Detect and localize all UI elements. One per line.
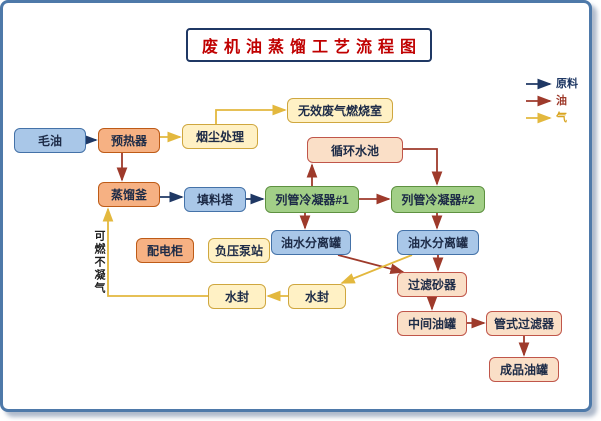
combustible-gas-annotation: 可燃不凝气 (93, 230, 105, 295)
node-tube-condenser-1: 列管冷凝器#1 (265, 186, 359, 213)
node-tube-condenser-2: 列管冷凝器#2 (391, 186, 485, 213)
legend-label-raw-material: 原料 (556, 78, 578, 90)
node-dust-treatment: 烟尘处理 (182, 124, 258, 149)
arrow-separator-1-to-sand-filter (337, 254, 405, 275)
node-tube-filter: 管式过滤器 (486, 311, 562, 336)
node-crude-oil: 毛油 (14, 128, 86, 153)
legend-label-gas: 气 (556, 112, 567, 124)
node-power-cabinet: 配电柜 (136, 238, 194, 263)
node-sand-filter: 过滤砂器 (397, 272, 467, 297)
node-oil-water-separator-2: 油水分离罐 (397, 230, 479, 255)
page-title: 废机油蒸馏工艺流程图 (186, 28, 432, 62)
node-distillation-kettle: 蒸馏釜 (98, 182, 160, 207)
node-waste-gas-combustion-chamber: 无效废气燃烧室 (287, 98, 393, 123)
node-product-oil-tank: 成品油罐 (489, 357, 559, 382)
node-intermediate-oil-tank: 中间油罐 (397, 311, 467, 336)
arrow-water-seal-1-to-kettle (102, 207, 208, 297)
node-water-seal-1: 水封 (208, 284, 266, 309)
legend-label-oil: 油 (556, 95, 567, 107)
node-water-seal-2: 水封 (288, 284, 346, 309)
arrow-separator-2-to-water-seal-2 (340, 254, 413, 284)
arrow-dust-treatment-to-combustion-chamber (215, 104, 287, 124)
node-preheater: 预热器 (98, 128, 160, 153)
node-circulating-water-pool: 循环水池 (307, 137, 403, 163)
node-oil-water-separator-1: 油水分离罐 (271, 230, 351, 255)
node-vacuum-pump-station: 负压泵站 (208, 238, 270, 263)
arrow-water-pool-to-condenser-2 (403, 148, 443, 186)
node-packing-tower: 填料塔 (184, 187, 246, 212)
